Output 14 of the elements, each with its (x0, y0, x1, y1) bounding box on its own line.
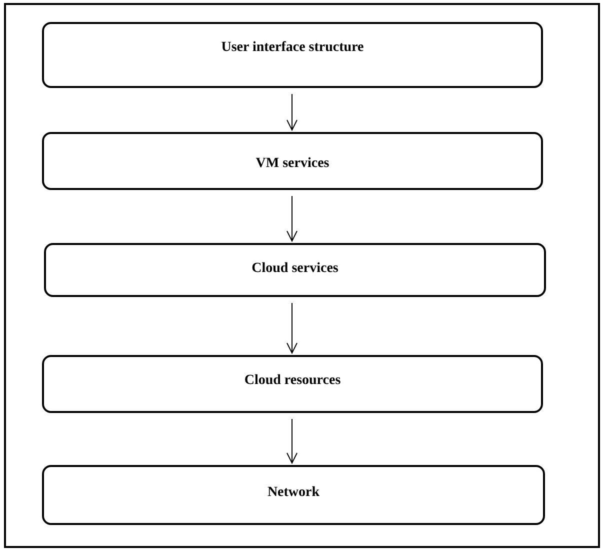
process-box (42, 355, 543, 413)
box-label: VM services (254, 156, 330, 172)
arrow (286, 418, 298, 464)
process-box (42, 465, 545, 525)
arrow (286, 196, 298, 242)
process-box (42, 132, 543, 190)
box-label: User interface structure (220, 40, 365, 56)
arrow (286, 302, 298, 354)
box-label: Cloud services (250, 261, 340, 277)
box-label: Cloud resources (243, 373, 342, 389)
process-box (42, 22, 543, 88)
box-label: Network (266, 485, 321, 501)
process-box (44, 243, 546, 297)
arrow (286, 94, 298, 130)
